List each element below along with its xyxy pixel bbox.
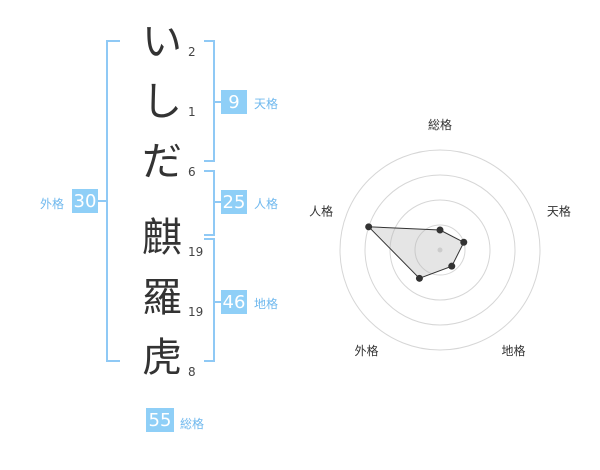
radar-ring [364, 174, 516, 326]
tenkaku-badge: 9 [221, 90, 247, 114]
radar-center-dot [437, 247, 443, 253]
jinkaku-badge: 25 [221, 190, 247, 214]
jinkaku-label: 人格 [254, 197, 279, 211]
radar-point [448, 262, 456, 270]
tenkaku-connector [213, 101, 221, 103]
name-char-1: い [142, 19, 182, 65]
chikaku-bracket [204, 238, 215, 362]
tenkaku-label: 天格 [254, 97, 279, 111]
gaikaku-label: 外格 [40, 197, 65, 211]
radar-point [415, 274, 423, 282]
stroke-count-5: 19 [188, 305, 204, 319]
stroke-count-6: 8 [188, 365, 196, 379]
soukaku-label: 総格 [180, 417, 205, 431]
radar-axis-label: 人格 [309, 203, 333, 218]
name-char-2: し [142, 79, 182, 125]
gaikaku-bracket [106, 40, 120, 362]
radar-ring [414, 224, 466, 276]
soukaku-badge: 55 [146, 408, 174, 432]
radar-axis-label: 地格 [501, 343, 525, 358]
stroke-count-2: 1 [188, 105, 196, 119]
name-char-3: だ [142, 139, 182, 185]
chikaku-label: 地格 [254, 297, 279, 311]
stroke-count-4: 19 [188, 245, 204, 259]
radar-point [460, 238, 468, 246]
radar-axis-label: 総格 [428, 117, 452, 132]
radar-ring [389, 199, 491, 301]
name-char-5: 羅 [142, 275, 182, 321]
gaikaku-badge: 30 [72, 189, 98, 213]
stroke-count-1: 2 [188, 45, 196, 59]
jinkaku-connector [213, 201, 221, 203]
radar-point [365, 223, 373, 231]
name-char-4: 麒 [142, 215, 182, 261]
chikaku-badge: 46 [221, 290, 247, 314]
radar-axis-label: 外格 [355, 343, 379, 358]
radar-axis-label: 天格 [547, 203, 571, 218]
chikaku-connector [213, 301, 221, 303]
name-char-6: 虎 [142, 335, 182, 381]
jinkaku-bracket [204, 170, 215, 236]
radar-ring [339, 149, 541, 351]
stroke-count-3: 6 [188, 165, 196, 179]
gaikaku-connector [98, 200, 106, 202]
radar-series-area [367, 226, 465, 279]
radar-point [436, 226, 444, 234]
